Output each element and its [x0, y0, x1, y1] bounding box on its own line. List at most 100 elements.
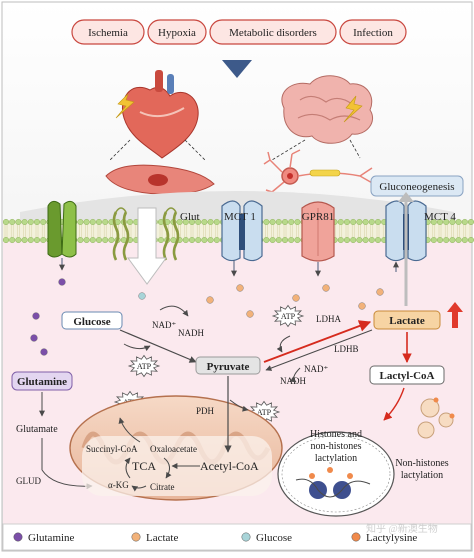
pdh-label: PDH [196, 406, 215, 416]
watermark: 知乎 @新澳生物 [366, 522, 438, 535]
histone-icon [295, 467, 371, 499]
tca-atp-arrow [118, 417, 141, 443]
metabolite-dot [246, 310, 254, 318]
legend-swatch [13, 532, 23, 542]
myelin-icon [309, 169, 341, 177]
nadh-2: NADH [280, 376, 306, 386]
acetyl-coa-label: Acetyl-CoA [200, 459, 259, 473]
succinyl-coa-label: Succinyl-CoA [86, 444, 138, 454]
legend-item: Glutamine [13, 532, 75, 544]
metabolite-dot [376, 288, 384, 296]
lightning-icon-2 [343, 95, 363, 123]
heart-icon [122, 70, 199, 159]
ldhb-label: LDHB [334, 344, 359, 354]
ldha-arrow [263, 320, 372, 363]
pdh-atp-arrow [229, 399, 249, 412]
stimulus-ischemia-pill [71, 19, 145, 45]
atp-label: ATP [137, 362, 152, 371]
legend-label: Glutamine [28, 532, 75, 544]
mct4-label: MCT 4 [424, 211, 456, 223]
legend-item: Lactylysine [351, 532, 417, 544]
stimulus-metabolic-pill [209, 19, 337, 45]
legend-item: Lactate [131, 532, 178, 544]
oxaloacetate-label: Oxaloacetate [150, 444, 197, 454]
glucose-transporter-icon [47, 200, 77, 258]
lactyl-coa-box [369, 365, 445, 385]
gluconeogenesis-arrowhead [398, 192, 414, 202]
tca-cycle-arrow-bottom [131, 485, 147, 492]
metabolite-dot [322, 284, 330, 292]
chevron-down-icon [222, 60, 252, 78]
tca-cycle-arrow-right [163, 457, 172, 479]
transport-arrows [59, 258, 399, 277]
legend-bar [2, 523, 472, 551]
legend-label: Lactylysine [366, 532, 417, 544]
nucleus-icon [277, 431, 395, 517]
legend: Glutamine Lactate Glucose Lactylysine [13, 532, 417, 544]
gluconeogenesis-label: Gluconeogenesis [379, 181, 454, 193]
brain-icon [281, 75, 374, 144]
stimuli-row: Ischemia Hypoxia Metabolic disorders Inf… [71, 19, 407, 45]
non-histone-protein-icon [417, 397, 455, 439]
nad-cycle-arrow-1 [159, 305, 189, 317]
ldhb-arrow [265, 329, 373, 371]
metabolite-dot [236, 284, 244, 292]
metabolite-dot [40, 348, 48, 356]
glucose-entry-arrow [127, 207, 167, 285]
lactate-box [373, 310, 441, 330]
stimulus-hypoxia-pill [147, 19, 207, 45]
histones-line1: Histones and [310, 429, 362, 440]
cardiomyocyte-icon [105, 164, 215, 195]
stimulus-infection-pill [339, 19, 407, 45]
gpr81-label: GPR81 [302, 211, 334, 223]
metabolite-dot [138, 292, 146, 300]
legend-item: Glucose [241, 532, 292, 544]
nonhistones-line1: Non-histones [395, 458, 448, 469]
pyruvate-label: Pyruvate [207, 361, 250, 373]
stimulus-hypoxia: Hypoxia [158, 27, 196, 39]
atp-burst-icon: ATP [127, 354, 161, 378]
legend-swatch [351, 532, 361, 542]
glut-label: Glut [180, 211, 200, 223]
atp-ldh-arrow [276, 335, 291, 353]
lactate-up-arrow [447, 302, 463, 328]
glutamine-box [11, 371, 73, 391]
lactyl-coa-label: Lactyl-CoA [380, 370, 435, 382]
glucose-label: Glucose [73, 316, 110, 328]
nadh-1: NADH [178, 328, 204, 338]
zoom-lines [109, 139, 361, 161]
glucose-box [61, 311, 123, 330]
stimulus-metabolic: Metabolic disorders [229, 27, 317, 39]
ldha-label: LDHA [316, 314, 341, 324]
nad-cycle-arrow-2 [289, 367, 301, 383]
atp-branch-arrow [123, 343, 151, 352]
glut-helix-icon [112, 207, 180, 261]
nonhistones-line2: lactylation [401, 470, 443, 481]
glud-label: GLUD [16, 476, 41, 486]
citrate-label: Citrate [150, 482, 175, 492]
mct4-transporter-icon [385, 200, 427, 262]
gpr81-receptor-icon [301, 201, 335, 262]
lactate-label: Lactate [389, 315, 425, 327]
lactylcoa-to-nucleus-arrow [383, 387, 405, 421]
glycolysis-arrow [119, 329, 197, 363]
gluconeogenesis-box [370, 175, 464, 197]
tca-cycle-arrow-left [124, 457, 131, 479]
metabolite-dot [292, 294, 300, 302]
metabolite-dot [58, 278, 66, 286]
metabolite-dot [32, 312, 40, 320]
histones-line2: non-histones [310, 441, 361, 452]
legend-label: Lactate [146, 532, 178, 544]
nad-plus-1: NAD⁺ [152, 320, 176, 330]
metabolite-dots [30, 278, 384, 356]
metabolite-dot [358, 302, 366, 310]
histones-line3: lactylation [315, 453, 357, 464]
mct1-label: MCT 1 [224, 211, 256, 223]
akg-label: α-KG [108, 480, 129, 490]
tca-label: TCA [132, 459, 156, 473]
stimulus-infection: Infection [353, 27, 393, 39]
legend-label: Glucose [256, 532, 292, 544]
pyruvate-box [195, 356, 261, 375]
lightning-icon [115, 93, 135, 119]
